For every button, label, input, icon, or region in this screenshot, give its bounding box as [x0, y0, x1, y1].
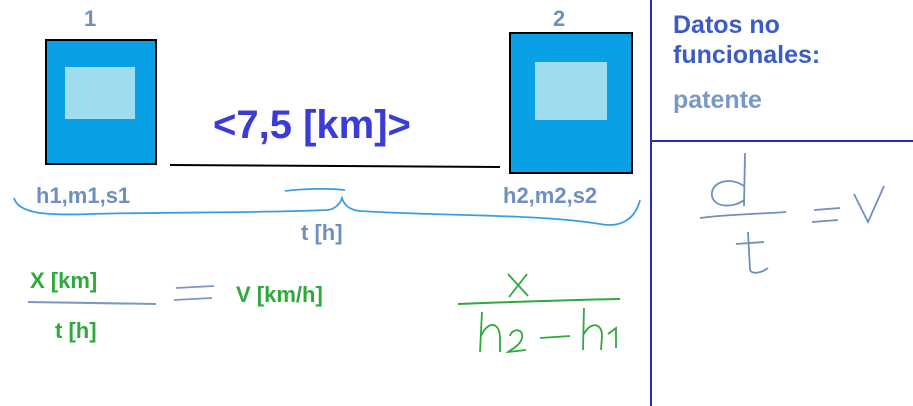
formula-result: V [km/h]: [236, 282, 323, 307]
route-line: [169, 164, 501, 168]
station-1-window: [65, 67, 135, 119]
distance-label: <7,5 [km]>: [213, 103, 411, 147]
station-2-box: [509, 32, 633, 174]
formula-denominator: t [h]: [55, 318, 97, 343]
formula-equals: [173, 285, 215, 301]
formula-numerator: X [km]: [30, 268, 98, 293]
station-1-box: [45, 39, 157, 165]
panel-title-line1: Datos no: [673, 11, 780, 39]
panel-title: Datos no funcionales:: [673, 10, 820, 70]
panel-title-line2: funcionales:: [673, 41, 821, 69]
handwritten-h2-minus-h1: [479, 307, 617, 354]
panel-subtitle: patente: [673, 86, 762, 114]
station-2-time: h2,m2,s2: [503, 183, 598, 208]
formula-fraction-bar: [27, 301, 157, 305]
station-1-time: h1,m1,s1: [36, 183, 131, 208]
station-1-number: 1: [84, 6, 97, 31]
handwritten-d-over-t-equals-v: [699, 152, 885, 274]
station-2-number: 2: [553, 6, 566, 31]
station-2-window: [535, 62, 607, 120]
brace-tick: [284, 188, 346, 192]
interval-label: t [h]: [301, 220, 343, 245]
time-brace: [13, 194, 641, 226]
handwritten-fraction-bar: [457, 298, 621, 305]
handwritten-x: [507, 273, 529, 298]
